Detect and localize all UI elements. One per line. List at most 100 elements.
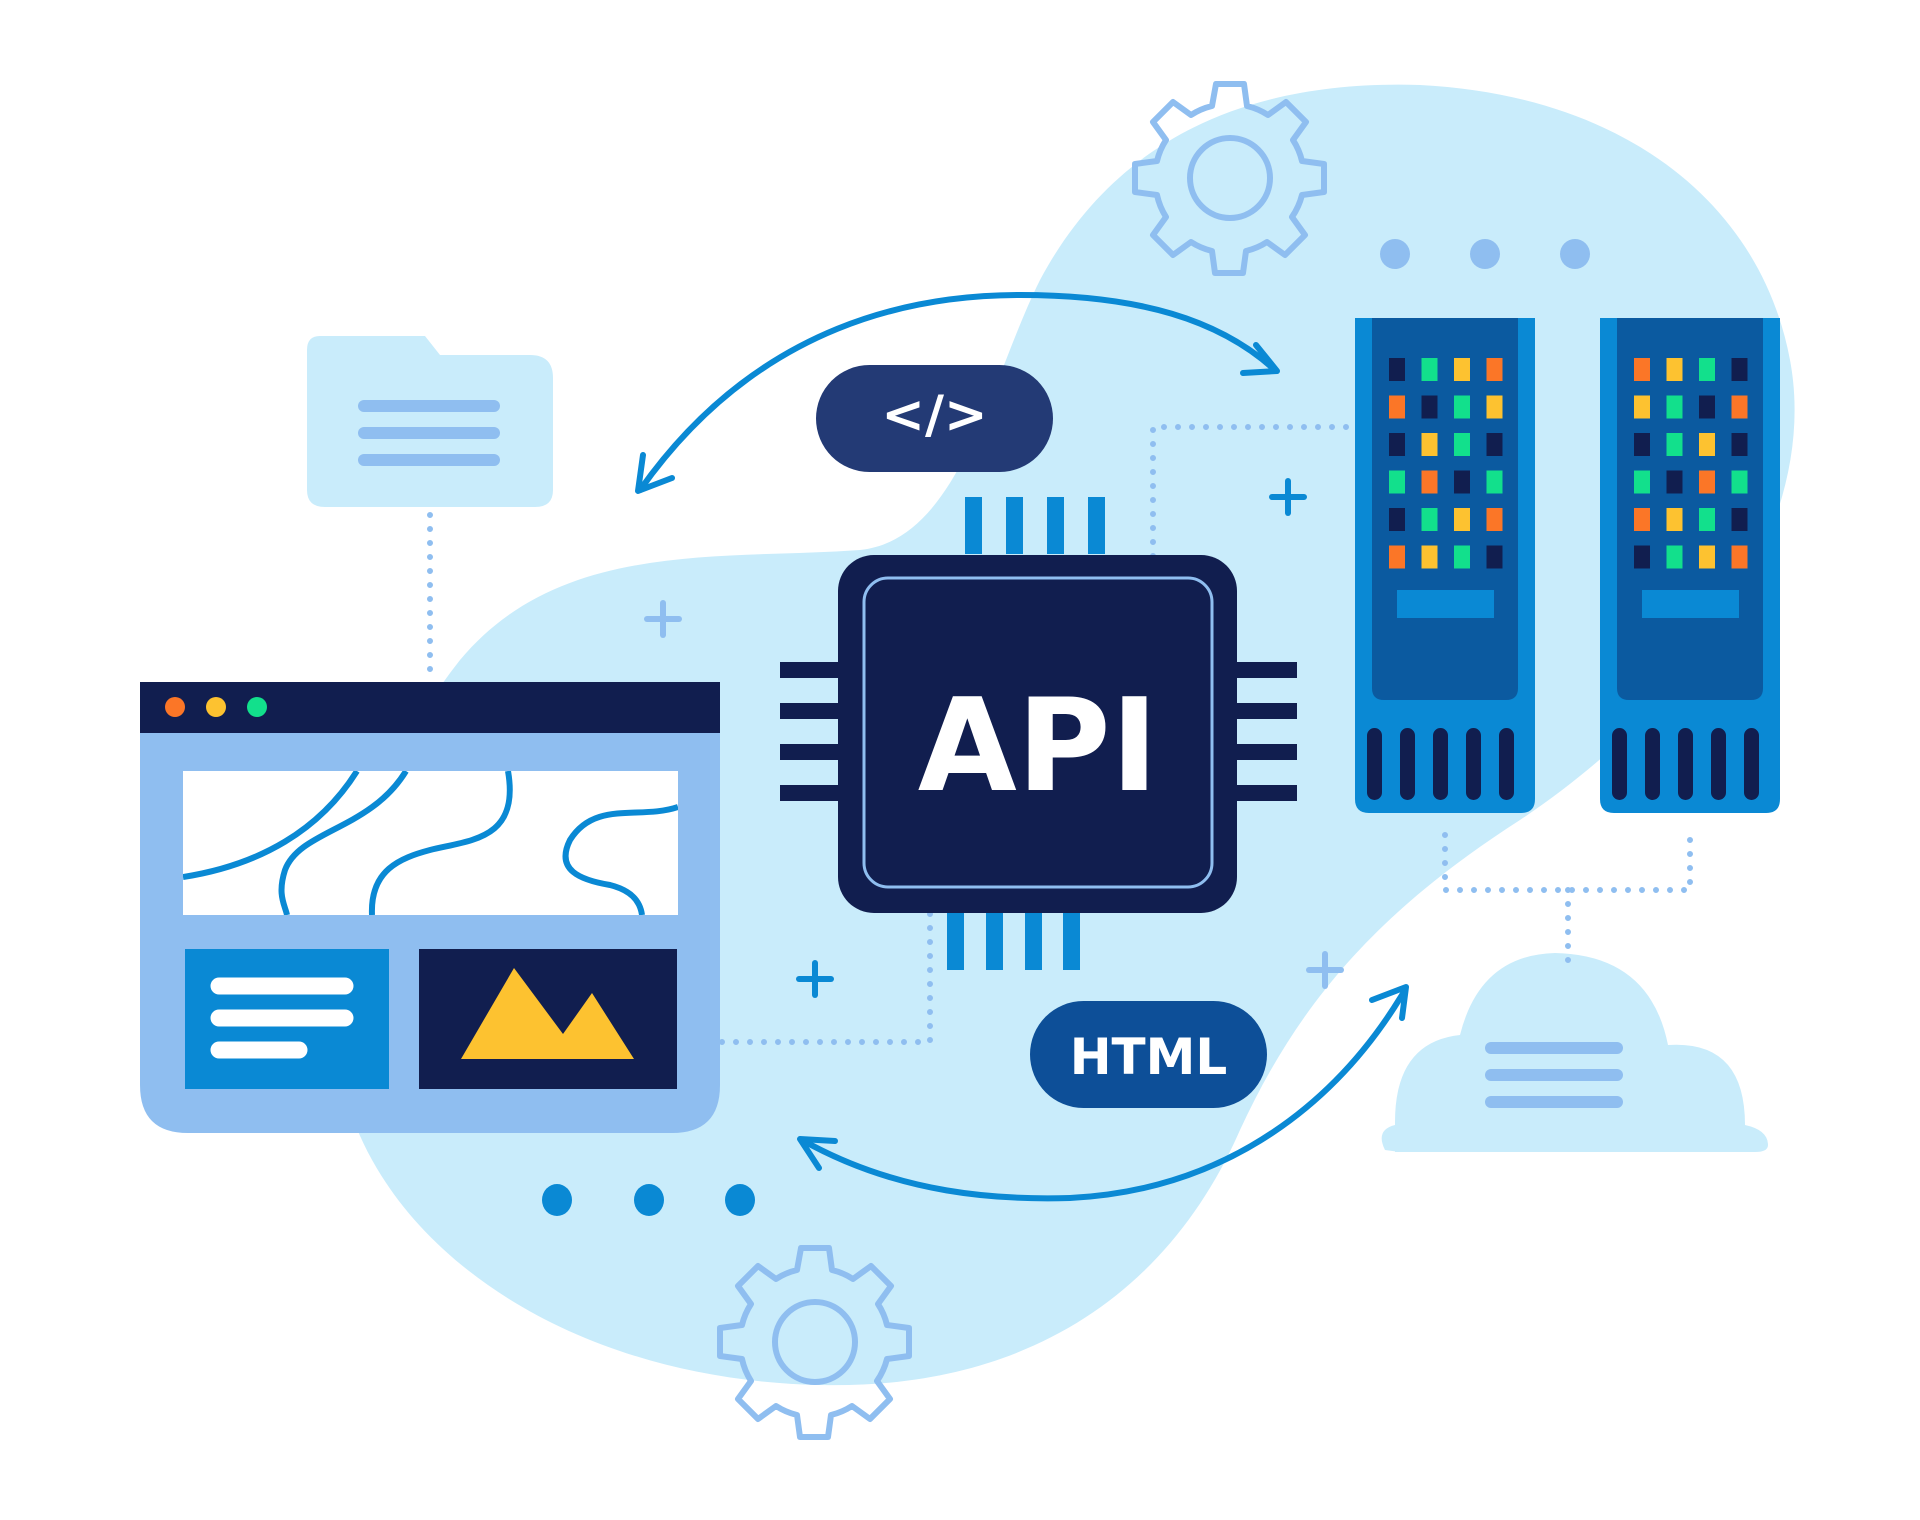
arrowhead-icon — [1240, 342, 1280, 376]
server-vent — [1400, 728, 1415, 800]
server-status-light — [1454, 470, 1470, 494]
server-drive-slot — [1397, 590, 1494, 618]
server-vent — [1433, 728, 1448, 800]
server-status-light — [1666, 358, 1683, 381]
server-vent — [1367, 728, 1382, 800]
server-status-light — [1699, 545, 1715, 569]
server-status-light — [1666, 545, 1683, 569]
plus-icon — [796, 960, 834, 998]
server-status-light — [1699, 358, 1715, 381]
server-status-light — [1454, 545, 1470, 569]
server-status-light — [1421, 508, 1438, 531]
code-badge: </> — [816, 365, 1053, 472]
server-status-light — [1634, 508, 1650, 531]
server-status-light — [1486, 508, 1503, 531]
browser-to-chip-connector — [719, 909, 933, 1045]
browser-titlebar — [140, 682, 720, 733]
document-folder-icon — [307, 336, 553, 507]
server-status-light — [1666, 433, 1683, 456]
server-status-light — [1731, 395, 1748, 419]
top-right-dots — [1380, 239, 1590, 269]
server-drive-slot — [1642, 590, 1739, 618]
maximize-dot-icon — [247, 697, 267, 717]
server-status-light — [1389, 508, 1405, 531]
servers-to-cloud-connector — [1442, 832, 1693, 968]
server-vent — [1744, 728, 1759, 800]
map-banner — [183, 771, 678, 915]
chip-pins-left — [780, 662, 842, 801]
server-status-light — [1454, 433, 1470, 456]
server-status-light — [1731, 470, 1748, 494]
server-status-light — [1486, 545, 1503, 569]
server-2-rack — [1600, 318, 1780, 813]
dotted-connectors — [427, 424, 1693, 1045]
server-vent — [1711, 728, 1726, 800]
server-status-light — [1486, 433, 1503, 456]
close-dot-icon — [165, 697, 185, 717]
server-status-light — [1421, 358, 1438, 381]
server-status-light — [1486, 470, 1503, 494]
arrowhead-icon — [635, 452, 675, 494]
server-status-light — [1731, 508, 1748, 531]
server-status-light — [1731, 545, 1748, 569]
chip-to-server-connector — [1150, 424, 1368, 559]
server-status-light — [1634, 358, 1650, 381]
server-vent — [1612, 728, 1627, 800]
server-status-light — [1634, 433, 1650, 456]
server-vent — [1499, 728, 1514, 800]
server-status-light — [1389, 358, 1405, 381]
html-badge: HTML — [1030, 1001, 1267, 1108]
server-status-light — [1731, 433, 1748, 456]
server-status-light — [1731, 358, 1748, 381]
server-status-light — [1699, 508, 1715, 531]
chip-pins-right — [1235, 662, 1297, 801]
cloud-storage-icon — [1381, 953, 1768, 1152]
server-status-light — [1666, 395, 1683, 419]
server-status-light — [1421, 545, 1438, 569]
api-chip-label: API — [918, 672, 1159, 821]
chip-pins-bottom — [947, 913, 1080, 970]
server-status-light — [1421, 433, 1438, 456]
mountain-icon — [461, 968, 634, 1059]
server-vent — [1678, 728, 1693, 800]
bottom-left-dots — [542, 1184, 755, 1216]
top-bidirectional-arrow — [635, 292, 1280, 494]
server-status-light — [1699, 395, 1715, 419]
server-status-light — [1454, 358, 1470, 381]
minimize-dot-icon — [206, 697, 226, 717]
server-status-light — [1486, 358, 1503, 381]
server-status-light — [1699, 470, 1715, 494]
server-status-light — [1666, 508, 1683, 531]
server-status-light — [1634, 395, 1650, 419]
plus-icon — [1269, 478, 1307, 516]
server-status-light — [1486, 395, 1503, 419]
code-badge-label: </> — [881, 385, 987, 445]
image-card — [419, 949, 677, 1089]
server-status-light — [1389, 395, 1405, 419]
server-status-light — [1666, 470, 1683, 494]
server-status-light — [1421, 470, 1438, 494]
bottom-bidirectional-arrow — [797, 984, 1409, 1202]
server-1-rack — [1355, 318, 1535, 813]
chip-pins-top — [965, 497, 1105, 554]
server-vent — [1466, 728, 1481, 800]
text-card — [185, 949, 389, 1089]
html-badge-label: HTML — [1070, 1028, 1228, 1086]
server-status-light — [1421, 395, 1438, 419]
server-status-light — [1389, 545, 1405, 569]
api-chip: API — [838, 555, 1237, 913]
server-status-light — [1454, 508, 1470, 531]
server-status-light — [1699, 433, 1715, 456]
server-status-light — [1634, 470, 1650, 494]
server-status-light — [1454, 395, 1470, 419]
servers — [1355, 318, 1780, 813]
browser-window — [140, 682, 720, 1133]
server-status-light — [1634, 545, 1650, 569]
server-status-light — [1389, 433, 1405, 456]
arrowhead-icon — [1369, 984, 1409, 1021]
plus-signs — [644, 478, 1344, 998]
plus-icon — [644, 600, 682, 638]
arrowhead-icon — [797, 1136, 838, 1171]
server-vent — [1645, 728, 1660, 800]
